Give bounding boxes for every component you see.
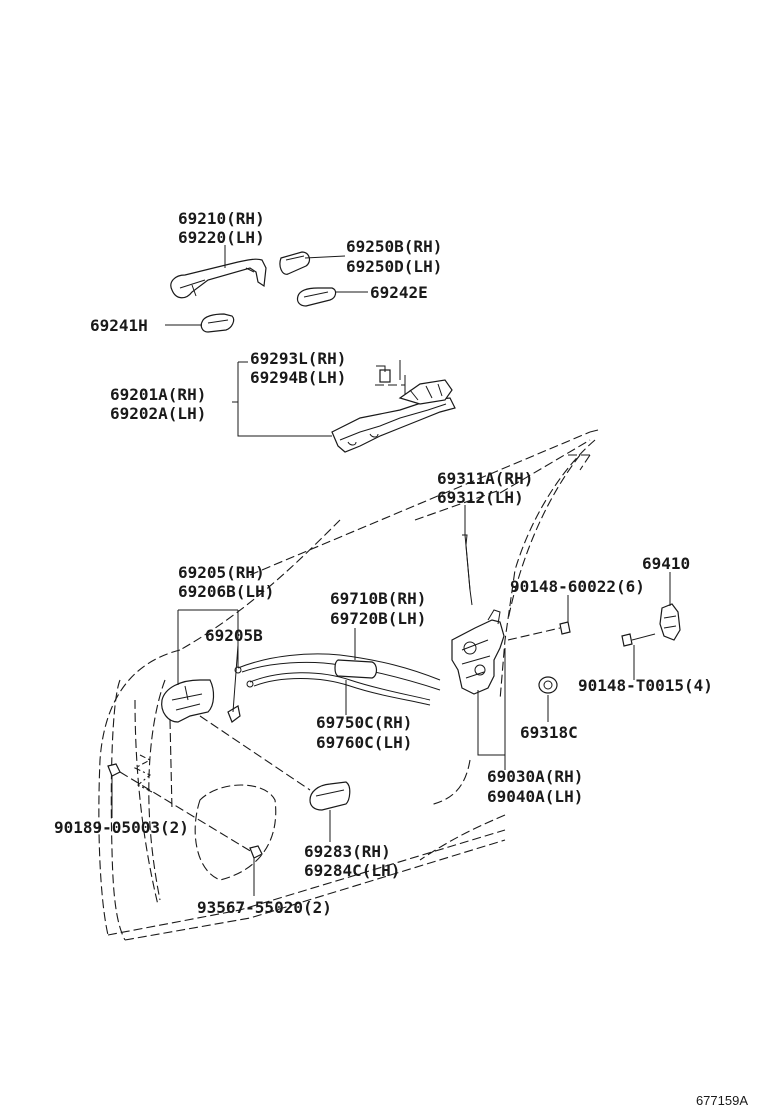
label-69410: 69410 xyxy=(642,554,690,573)
label-69283: 69283(RH) xyxy=(304,842,391,861)
outside-handle xyxy=(170,258,267,299)
label-69284c: 69284C(LH) xyxy=(304,861,400,880)
label-69202a: 69202A(LH) xyxy=(110,404,206,423)
handle-pad xyxy=(296,287,337,307)
lock-rod xyxy=(462,534,473,606)
label-69312: 69312(LH) xyxy=(437,488,524,507)
handle-cap xyxy=(279,251,311,275)
door-outline xyxy=(98,429,599,941)
label-69205b: 69205B xyxy=(205,626,263,645)
label-69720b: 69720B(LH) xyxy=(330,609,426,628)
control-cables xyxy=(234,653,441,706)
screw-55020 xyxy=(249,845,263,859)
label-69205: 69205(RH) xyxy=(178,563,265,582)
label-90189-05003: 90189-05003(2) xyxy=(54,818,189,837)
connection-lines xyxy=(119,384,405,853)
label-69710b: 69710B(RH) xyxy=(330,589,426,608)
label-69293l: 69293L(RH) xyxy=(250,349,346,368)
label-90148-t0015: 90148-T0015(4) xyxy=(578,676,713,695)
label-69250b: 69250B(RH) xyxy=(346,237,442,256)
label-69040a: 69040A(LH) xyxy=(487,787,583,806)
handle-frame xyxy=(331,360,456,453)
label-69750c: 69750C(RH) xyxy=(316,713,412,732)
label-69242e: 69242E xyxy=(370,283,428,302)
label-69760c: 69760C(LH) xyxy=(316,733,412,752)
label-69294b: 69294B(LH) xyxy=(250,368,346,387)
label-69201a: 69201A(RH) xyxy=(110,385,206,404)
label-69318c: 69318C xyxy=(520,723,578,742)
label-69250d: 69250D(LH) xyxy=(346,257,442,276)
screw-60022 xyxy=(507,621,571,641)
window-opening xyxy=(194,784,277,881)
handle-cover xyxy=(309,781,351,811)
label-90148-60022: 90148-60022(6) xyxy=(510,577,645,596)
handle-pad-front xyxy=(200,313,235,333)
label-69206b: 69206B(LH) xyxy=(178,582,274,601)
leader-lines xyxy=(111,245,671,896)
figure-number: 677159A xyxy=(696,1093,748,1108)
part-labels: 69210(RH) 69220(LH) 69250B(RH) 69250D(LH… xyxy=(54,209,748,1108)
screw-05003 xyxy=(107,763,121,777)
label-69241h: 69241H xyxy=(90,316,148,335)
door-lock-assembly xyxy=(451,609,505,695)
grommet xyxy=(538,676,558,694)
label-69220: 69220(LH) xyxy=(178,228,265,247)
label-69030a: 69030A(RH) xyxy=(487,767,583,786)
label-69311a: 69311A(RH) xyxy=(437,469,533,488)
inside-handle xyxy=(161,679,215,723)
handle-clip xyxy=(227,705,241,723)
label-69210: 69210(RH) xyxy=(178,209,265,228)
label-93567-55020: 93567-55020(2) xyxy=(197,898,332,917)
screw-t0015 xyxy=(621,633,656,647)
door-striker xyxy=(659,603,681,641)
